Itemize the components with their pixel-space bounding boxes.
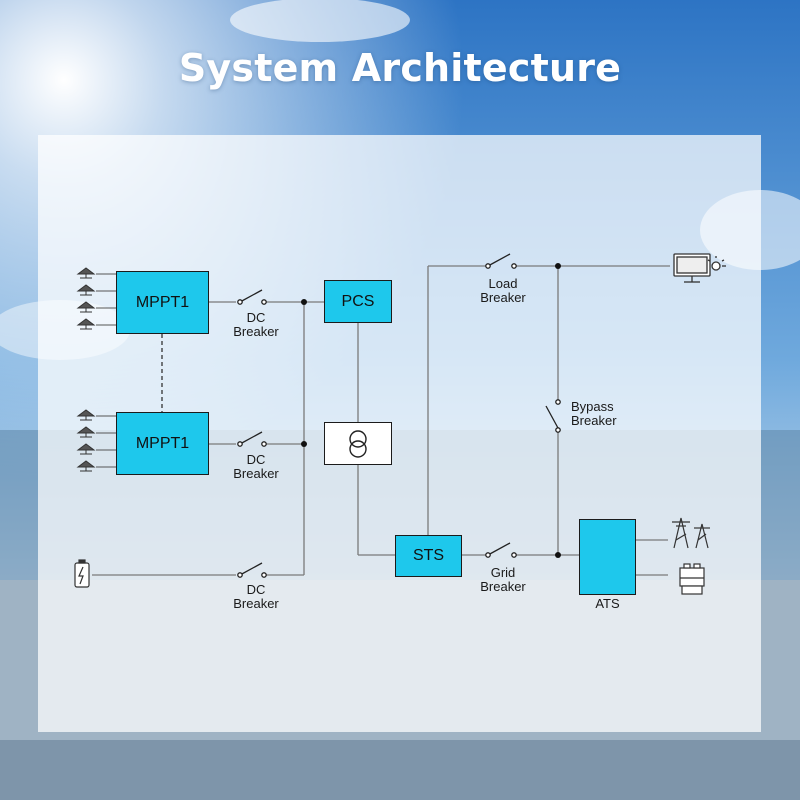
solar-panel-icon xyxy=(76,409,96,472)
page-title: System Architecture xyxy=(178,46,622,90)
battery-icon xyxy=(74,559,90,588)
dc-breaker-bottom-switch xyxy=(237,562,267,578)
mppt-bottom-box: MPPT1 xyxy=(116,412,209,475)
grid-breaker-switch xyxy=(485,542,517,558)
transformer-icon xyxy=(349,430,367,458)
dc-breaker-middle-switch xyxy=(237,431,267,447)
ats-label: ATS xyxy=(595,596,620,611)
dc-breaker-bottom-label: DC Breaker xyxy=(233,582,279,611)
dc-breaker-middle-label: DC Breaker xyxy=(233,452,279,481)
dc-breaker-top-switch xyxy=(237,289,267,305)
bypass-breaker-label: Bypass Breaker xyxy=(571,399,617,428)
grid-breaker-label: Grid Breaker xyxy=(480,565,526,594)
transformer-box xyxy=(324,422,392,465)
bypass-breaker-switch xyxy=(545,399,561,433)
pcs-label: PCS xyxy=(341,292,375,310)
ats-box xyxy=(579,519,636,595)
pcs-box: PCS xyxy=(324,280,392,323)
sts-label: STS xyxy=(412,547,445,564)
mppt-top-box: MPPT1 xyxy=(116,271,209,334)
solar-panel-icon xyxy=(76,267,96,330)
sts-box: STS xyxy=(395,535,462,577)
dc-breaker-top-label: DC Breaker xyxy=(233,310,279,339)
monitor-load-icon xyxy=(673,253,726,283)
power-tower-icon xyxy=(672,517,710,549)
load-breaker-label: Load Breaker xyxy=(480,276,526,305)
mppt-bottom-label: MPPT1 xyxy=(135,434,190,452)
load-breaker-switch xyxy=(485,253,517,269)
generator-icon xyxy=(679,563,705,595)
mppt-top-label: MPPT1 xyxy=(135,293,190,311)
